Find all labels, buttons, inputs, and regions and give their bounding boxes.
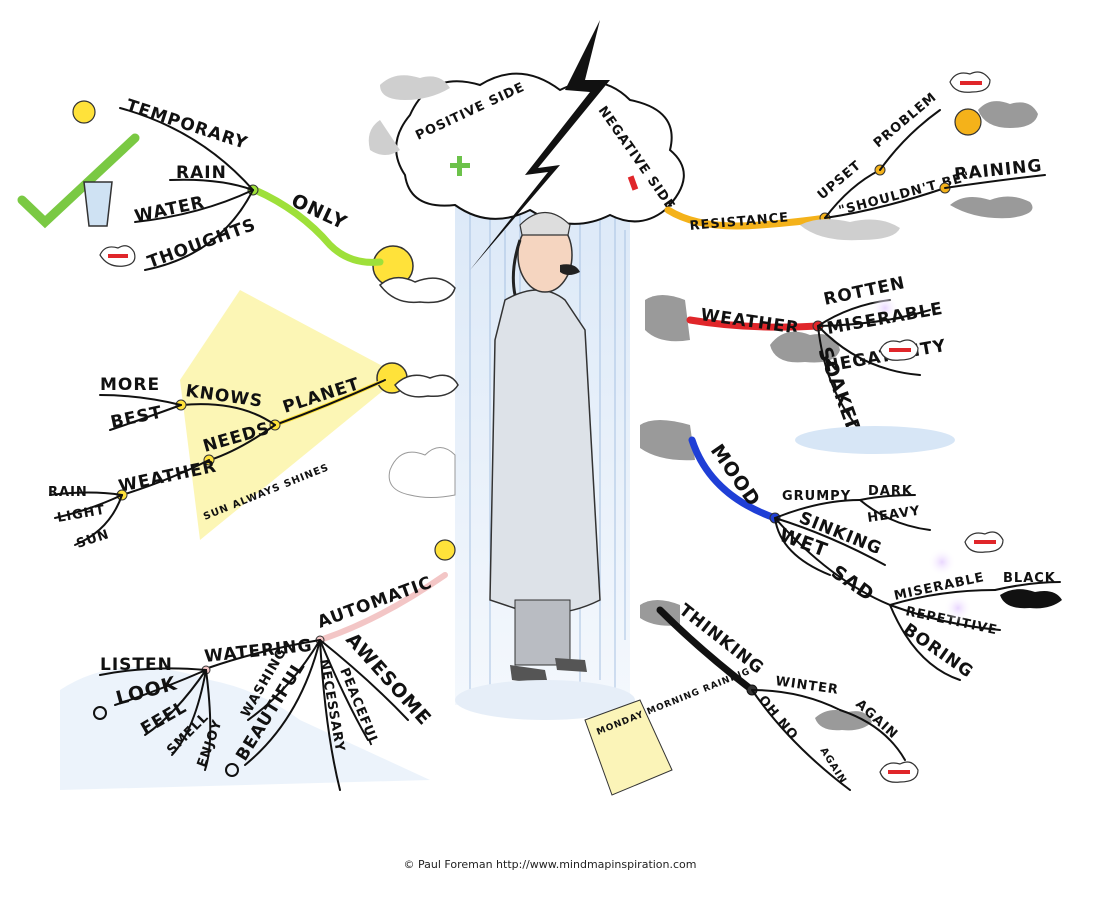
oh-no-label: OH NO <box>755 693 801 744</box>
water-label: WATER <box>133 193 207 227</box>
left-bottom-sky <box>60 667 430 790</box>
negative-cloud-icon-mid <box>879 339 919 361</box>
weather-right-branch <box>686 316 822 331</box>
negative-cloud-icon-right <box>949 71 991 93</box>
resistance-label: RESISTANCE <box>689 210 790 234</box>
heavy-label: HEAVY <box>866 504 921 526</box>
copyright-footer: © Paul Foreman http://www.mindmapinspira… <box>403 858 697 871</box>
cloud-outline-left <box>388 447 456 498</box>
beautiful-target-icon <box>225 763 239 777</box>
sun-cloud-middle <box>376 362 459 398</box>
problem-label: PROBLEM <box>871 90 940 151</box>
negative-cloud-icon-thinking <box>879 761 919 783</box>
more-label: MORE <box>100 375 160 395</box>
again-2-label: AGAIN <box>817 746 848 786</box>
negative-cloud-icon-mood <box>964 531 1004 553</box>
resistance-branch <box>664 206 829 230</box>
minus-icon <box>627 175 639 191</box>
grumpy-label: GRUMPY <box>782 489 851 504</box>
black-cloud-icon <box>1000 589 1062 609</box>
automatic-label: AUTOMATIC <box>315 573 435 633</box>
winter-label: WINTER <box>774 674 839 698</box>
sunbeam-area <box>180 290 390 540</box>
best-label: BEST <box>109 402 164 432</box>
rotten-glow <box>871 294 899 322</box>
rain-cloud-right-top <box>950 196 1033 219</box>
mood-branch <box>688 436 779 522</box>
water-glass-icon <box>83 181 113 227</box>
plus-icon <box>450 156 470 176</box>
man-in-raincoat <box>489 211 601 685</box>
sad-sun-icon <box>954 108 982 136</box>
thinking-branch <box>656 606 756 694</box>
puddle-right <box>795 426 955 454</box>
miserable-2-glow <box>928 548 956 576</box>
sad-label: SAD <box>827 561 878 606</box>
black-label: BLACK <box>1003 571 1056 586</box>
repetitive-glow <box>944 594 972 622</box>
cloud-weather-left <box>645 295 690 342</box>
automatic-branch <box>317 572 448 643</box>
negative-cloud-icon <box>99 245 136 267</box>
look-target-icon <box>93 706 107 720</box>
sun-label: SUN <box>75 527 112 552</box>
rain-label: RAIN <box>176 163 227 183</box>
cloud-mood-left <box>640 420 695 461</box>
shouldnt-be-label: "SHOULDN'T BE" <box>837 169 972 219</box>
sun-small-bottom <box>434 539 456 561</box>
storm-cloud-icon <box>978 101 1038 128</box>
dark-label: DARK <box>868 484 913 499</box>
winter-cloud-icon <box>815 710 872 731</box>
cloud-under-resistance <box>800 219 900 241</box>
checkmark-icon <box>17 133 140 229</box>
small-sun-icon <box>72 100 96 124</box>
thoughts-label: THOUGHTS <box>145 215 259 273</box>
lightning-bolt-icon <box>470 20 610 270</box>
central-cloud <box>368 72 685 225</box>
upset-label: UPSET <box>815 158 865 203</box>
sun-cloud-top-left <box>372 245 456 304</box>
only-branch <box>251 186 384 266</box>
temporary-label: TEMPORARY <box>123 96 250 154</box>
puddle <box>455 680 635 720</box>
only-label: ONLY <box>288 190 351 235</box>
rain-small-label: RAIN <box>48 485 88 500</box>
note-paper <box>584 699 673 796</box>
listen-label: LISTEN <box>100 655 173 675</box>
light-label: LIGHT <box>56 503 106 526</box>
